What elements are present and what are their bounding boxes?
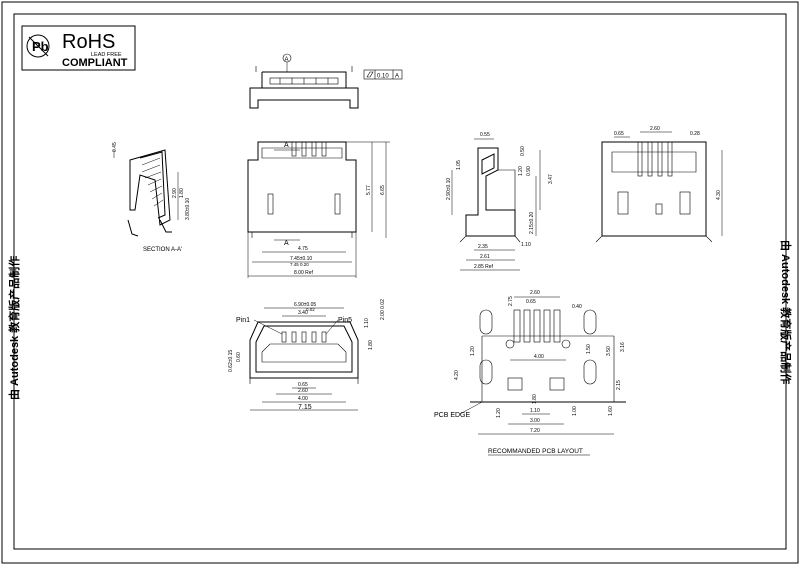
svg-text:2.60: 2.60 [530,290,540,296]
svg-text:2.00 0.02: 2.00 0.02 [380,299,386,320]
side-view: 0.55 0.50 1.20 0.90 3.47 2.90±0.10 2.15±… [446,132,554,271]
svg-text:2.15: 2.15 [616,380,622,390]
svg-text:0.62±0.15: 0.62±0.15 [228,350,234,372]
svg-text:4.30: 4.30 [716,190,722,200]
svg-text:4.00: 4.00 [534,354,544,360]
svg-text:1.20: 1.20 [496,408,502,418]
svg-text:2.35: 2.35 [478,244,488,250]
side-text-left: 由 Autodesk 教育版产品制作 [7,256,21,400]
svg-text:7.45±0.10: 7.45±0.10 [290,256,312,262]
svg-text:7.15: 7.15 [298,404,312,411]
bottom-view: Pin1 Pin5 6.90±0.05 0.02 3.40 1.10 2.00 … [228,299,386,411]
datum-label: A [285,57,289,63]
svg-text:A: A [395,74,399,80]
svg-text:Pb: Pb [32,39,49,54]
svg-text:0.10: 0.10 [377,74,389,80]
svg-text:3.16: 3.16 [620,342,626,352]
svg-text:1.00: 1.00 [572,406,578,416]
svg-text:7.45 0.20: 7.45 0.20 [290,262,309,267]
svg-text:1.20: 1.20 [470,346,476,356]
svg-text:0.90: 0.90 [526,166,532,176]
svg-text:3.40: 3.40 [298,310,308,316]
svg-text:0.65: 0.65 [298,382,308,388]
rohs-brand: RoHS [62,31,115,53]
compliant-label: COMPLIANT [62,57,128,69]
lead-free-label: LEAD FREE [91,52,122,58]
svg-text:2.85 Ref: 2.85 Ref [474,264,494,270]
lead-free-icon: Pb [26,34,50,58]
svg-text:1.10: 1.10 [364,318,370,328]
svg-text:2.75: 2.75 [508,296,514,306]
svg-text:6.90±0.05: 6.90±0.05 [294,302,316,308]
side-text-right: 由 Autodesk 教育版产品制作 [779,240,793,384]
svg-text:0.50: 0.50 [520,146,526,156]
svg-text:0.45: 0.45 [112,142,118,152]
pin5-label: Pin5 [338,317,352,324]
svg-text:2.15±0.20: 2.15±0.20 [529,212,535,234]
svg-text:1.05: 1.05 [456,160,462,170]
section-mark-top: A [284,142,289,149]
svg-text:2.60: 2.60 [650,126,660,132]
svg-text:0.65: 0.65 [526,299,536,305]
right-view: 0.65 2.60 0.28 4.30 [595,126,723,243]
svg-text:1.80: 1.80 [368,340,374,350]
flatness-callout: 0.10 A [363,69,403,80]
svg-text:4.00: 4.00 [298,396,308,402]
inner-frame [13,13,787,550]
section-mark-bottom: A [284,240,289,247]
svg-text:1.10: 1.10 [530,408,540,414]
svg-text:1.80: 1.80 [179,188,185,198]
top-view: A 0.10 A [249,53,403,109]
svg-text:1.60: 1.60 [608,406,614,416]
section-view: 0.45 2.90 1.80 3.80±0.10 SECTION A-A' [112,142,191,253]
pin1-label: Pin1 [236,317,250,324]
svg-text:3.00: 3.00 [530,418,540,424]
svg-text:3.80±0.10: 3.80±0.10 [185,198,191,220]
svg-text:7.20: 7.20 [530,428,540,434]
svg-text:1.10: 1.10 [521,242,531,248]
pcb-edge-label: PCB EDGE [434,412,471,419]
pcb-layout: PCB EDGE 2.60 2.75 0.65 0.40 1.20 4.20 3… [434,290,626,456]
svg-text:8.00 Ref: 8.00 Ref [294,270,314,276]
rohs-badge: Pb RoHS LEAD FREE COMPLIANT [21,25,136,71]
svg-text:2.61: 2.61 [480,254,490,260]
svg-text:3.50: 3.50 [606,346,612,356]
svg-text:3.47: 3.47 [548,174,554,184]
svg-text:4.75: 4.75 [298,246,308,252]
svg-text:0.40: 0.40 [572,304,582,310]
front-view: A A 4.75 7.45±0.10 7.45 0.20 8.00 Ref 5.… [247,141,390,278]
svg-text:0.28: 0.28 [690,131,700,137]
svg-text:0.65: 0.65 [614,131,624,137]
svg-text:1.50: 1.50 [586,344,592,354]
svg-text:5.77: 5.77 [366,185,372,195]
svg-text:4.20: 4.20 [454,370,460,380]
svg-text:1.20: 1.20 [518,166,524,176]
svg-text:6.65: 6.65 [380,185,386,195]
svg-text:2.90±0.10: 2.90±0.10 [446,178,452,200]
svg-text:0.55: 0.55 [480,132,490,138]
svg-text:2.90: 2.90 [172,188,178,198]
svg-text:0.02: 0.02 [306,307,315,312]
svg-text:0.60: 0.60 [236,352,242,362]
svg-text:1.80: 1.80 [532,394,538,404]
pcb-layout-title: RECOMMANDED PCB LAYOUT [488,448,583,455]
section-label: SECTION A-A' [143,247,182,253]
svg-text:2.60: 2.60 [298,388,308,394]
